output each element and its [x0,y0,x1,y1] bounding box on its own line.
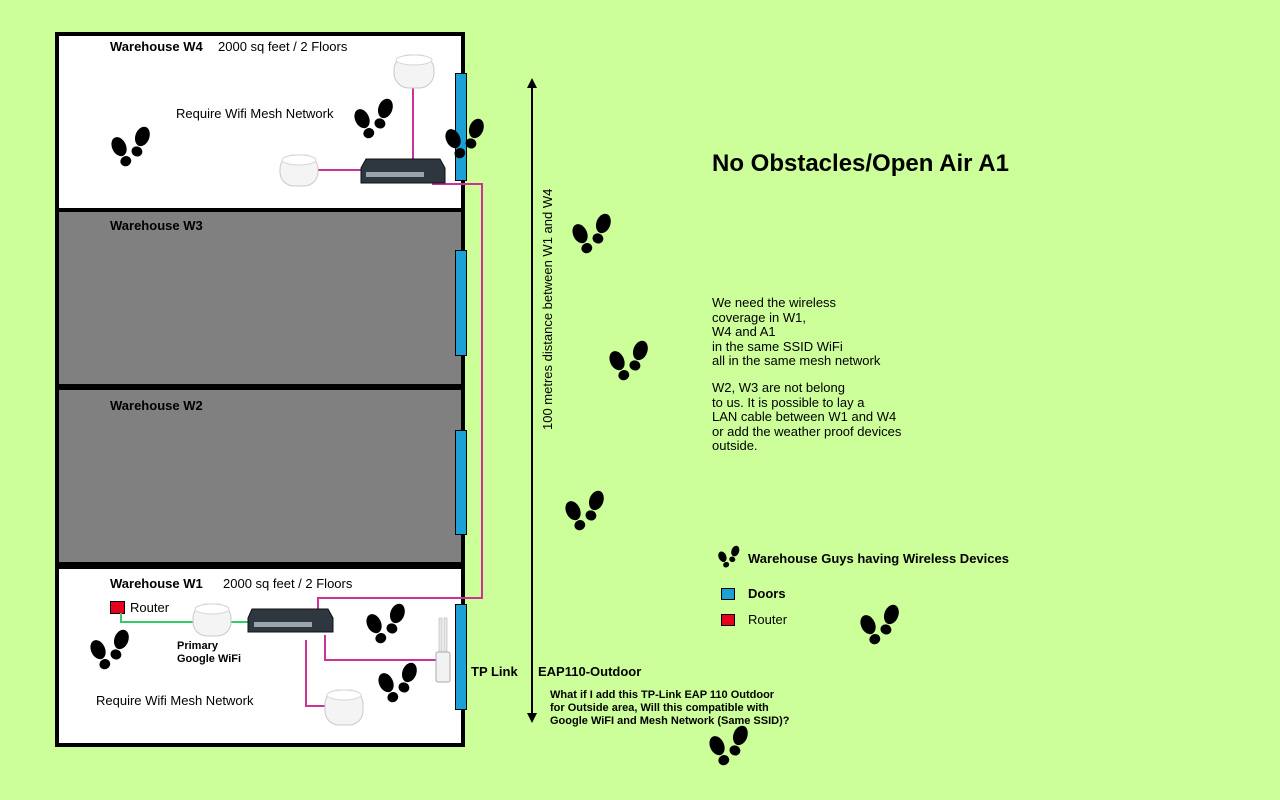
door-w3 [455,250,467,356]
cable-router-primary [120,613,196,623]
distance-label: 100 metres distance between W1 and W4 [540,188,555,430]
door-w2 [455,430,467,535]
people-icon-outside-4 [857,603,901,647]
w1-name: Warehouse W1 [110,576,203,591]
people-icon-outside-1 [569,212,613,256]
tplink-model-label: EAP110-Outdoor [538,664,642,679]
w2-name: Warehouse W2 [110,398,203,413]
w1-requirement: Require Wifi Mesh Network [96,693,254,708]
tplink-label: TP Link [471,664,518,679]
people-icon-w4-left [108,125,152,169]
people-icon-w1-mid-1 [363,602,407,646]
people-icon-outside-5 [706,724,750,768]
people-icon-w4-door [442,117,486,161]
w4-name: Warehouse W4 [110,39,203,54]
w4-requirement: Require Wifi Mesh Network [176,106,334,121]
legend-router-label: Router [748,612,788,627]
notes-paragraph-1: We need the wireless coverage in W1, W4 … [712,295,881,368]
router-label: Router [130,600,170,615]
cable-w4-to-w1 [317,183,483,612]
w3-name: Warehouse W3 [110,218,203,233]
warehouse-w3 [55,208,465,388]
eap110-outdoor-device [435,617,451,683]
legend-router-swatch [721,614,735,626]
legend-door-swatch [721,588,735,600]
w4-size: 2000 sq feet / 2 Floors [218,39,348,54]
people-icon-w1-mid-2 [375,661,419,705]
people-icon-outside-2 [606,339,650,383]
primary-google-wifi-label: Primary Google WiFi [177,640,242,665]
legend-doors-label: Doors [748,586,786,601]
legend-people-label: Warehouse Guys having Wireless Devices [748,551,1009,566]
router-icon [110,601,125,614]
distance-arrow [527,78,537,723]
legend-people-icon [717,545,741,569]
google-wifi-w4-top [393,54,435,89]
switch-w1 [247,608,334,633]
cable-switch-eap [324,635,440,661]
warehouse-w2 [55,386,465,566]
google-wifi-w4-left [279,154,319,187]
people-icon-w4-mid [351,97,395,141]
people-icon-w1-left [87,628,131,672]
switch-w4 [360,158,446,184]
question-text: What if I add this TP-Link EAP 110 Outdo… [550,689,790,727]
google-wifi-primary [192,603,232,637]
door-w1 [455,604,467,710]
google-wifi-w1-bottom [324,689,364,726]
w1-size: 2000 sq feet / 2 Floors [223,576,353,591]
people-icon-outside-3 [562,489,606,533]
cable-switch-node [305,640,325,707]
notes-paragraph-2: W2, W3 are not belong to us. It is possi… [712,380,902,453]
page-title: No Obstacles/Open Air A1 [712,150,1009,177]
